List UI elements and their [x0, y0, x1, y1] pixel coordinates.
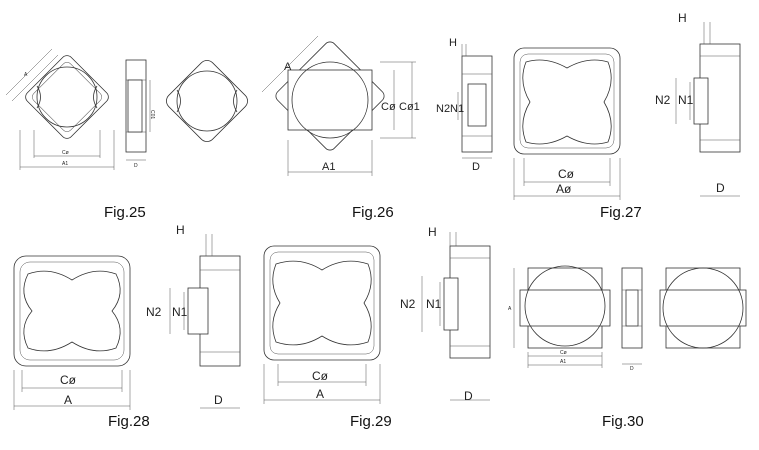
fig25-label-side: C01 [149, 110, 155, 119]
fig30-label-d: D [630, 366, 634, 372]
fig27-label-c: Cø [558, 167, 575, 181]
fig26-front-view [261, 35, 416, 176]
fig26-caption: Fig.26 [352, 204, 394, 221]
fig25-caption: Fig.25 [104, 204, 146, 221]
fig27-label-a: Aø [556, 182, 572, 196]
fig28-label-h: H [176, 223, 185, 237]
fig29-label-h: H [428, 225, 437, 239]
fig29-group: Cø A H N2 N1 D [263, 225, 491, 404]
fig27-label-n2: N2 [655, 93, 671, 107]
fig28-front-view [13, 255, 131, 410]
fig27-group: Cø Aø H N2 N1 D [513, 11, 741, 200]
fig27-label-d: D [716, 181, 725, 195]
fig27-label-n1: N1 [678, 93, 694, 107]
fig30-group: A Cø A1 D [508, 265, 747, 372]
fig26-label-h: H [449, 37, 457, 49]
fig26-label-d: D [472, 161, 480, 173]
fig26-side-view [457, 44, 493, 159]
fig26-label-diag: A [284, 61, 292, 73]
fig27-caption: Fig.27 [600, 204, 642, 221]
fig27-label-h: H [678, 11, 687, 25]
fig28-caption: Fig.28 [108, 413, 150, 430]
fig25-front-view [5, 48, 115, 170]
fig30-back-view [659, 267, 747, 349]
fig30-side-view [621, 267, 643, 365]
fig26-label-c1: Cø1 [399, 101, 420, 113]
fig25-label-c: Cø [62, 150, 69, 156]
fig28-label-n2: N2 [146, 305, 162, 319]
fig29-label-d: D [464, 389, 473, 403]
fig30-label-a: A1 [560, 359, 566, 365]
fig27-front-view [513, 47, 621, 200]
fig29-label-a: A [316, 387, 324, 401]
fig29-label-n2: N2 [400, 297, 416, 311]
fig28-label-a: A [64, 393, 72, 407]
fig29-side-view [421, 232, 491, 401]
fig25-back-view [166, 60, 248, 142]
fig29-caption: Fig.29 [350, 413, 392, 430]
fig29-front-view [263, 245, 381, 404]
fig26-label-c: Cø [381, 101, 396, 113]
fig26-group: A Cø Cø1 A1 H N2N1 D [261, 35, 493, 176]
fig30-front-view [513, 265, 611, 368]
fig25-label-d: D [134, 163, 138, 169]
fig28-label-d: D [214, 393, 223, 407]
fig26-label-a: A1 [322, 161, 335, 173]
fig26-label-n: N2N1 [436, 103, 464, 115]
fig28-group: Cø A H N2 N1 D [13, 223, 241, 410]
fig28-label-c: Cø [60, 373, 77, 387]
fig25-side-view [125, 59, 151, 161]
fig30-caption: Fig.30 [602, 413, 644, 430]
fig30-label-side: A [508, 306, 512, 312]
fig25-label-a: A1 [62, 161, 68, 167]
fig29-label-c: Cø [312, 369, 329, 383]
fig25-group: A Cø A1 C01 D [5, 48, 248, 170]
fig28-label-n1: N1 [172, 305, 188, 319]
fig30-label-c: Cø [560, 350, 567, 356]
fig25-label-diag: A [24, 72, 28, 78]
fig29-label-n1: N1 [426, 297, 442, 311]
fig27-side-view [675, 22, 741, 197]
fig28-side-view [169, 234, 241, 409]
